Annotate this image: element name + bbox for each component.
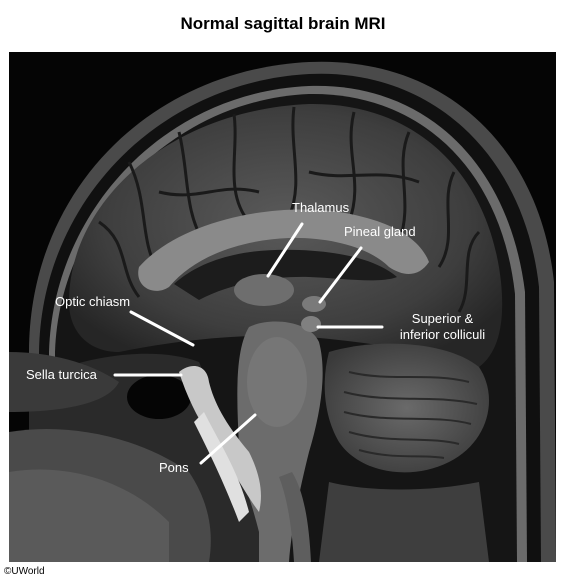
label-pineal-gland: Pineal gland [344, 224, 416, 239]
label-colliculi-line2: inferior colliculi [399, 327, 486, 342]
label-thalamus: Thalamus [292, 200, 350, 215]
label-colliculi-line1: Superior & [411, 311, 474, 326]
label-colliculi: Superior & inferior colliculi [385, 311, 500, 343]
corpus-callosum [138, 209, 429, 291]
pointer-lines [113, 222, 384, 465]
label-pons: Pons [159, 460, 189, 475]
cerebellar-folia [343, 371, 478, 459]
face-tissue [9, 352, 119, 412]
copyright-notice: ©UWorld [4, 566, 45, 577]
colliculi-region [301, 316, 321, 332]
clivus [194, 412, 249, 522]
figure-title: Normal sagittal brain MRI [180, 14, 386, 33]
tongue [9, 469, 169, 562]
sella-bright [179, 366, 261, 512]
label-optic-chiasm: Optic chiasm [55, 294, 131, 309]
thalamus-pointer [266, 222, 304, 278]
ventricle [174, 249, 397, 300]
cord [279, 472, 311, 562]
thalamus-region [234, 274, 294, 306]
label-sella-turcica: Sella turcica [26, 367, 97, 382]
neck-tissue [319, 482, 489, 562]
pons-region [247, 337, 307, 427]
sphenoid-sinus [127, 375, 191, 419]
optic-chiasm-pointer [129, 310, 195, 347]
pons-pointer [199, 413, 257, 465]
mri-image: Thalamus Pineal gland Optic chiasm Super… [9, 52, 556, 562]
mri-illustration [9, 61, 556, 562]
pineal-pointer [318, 246, 363, 304]
